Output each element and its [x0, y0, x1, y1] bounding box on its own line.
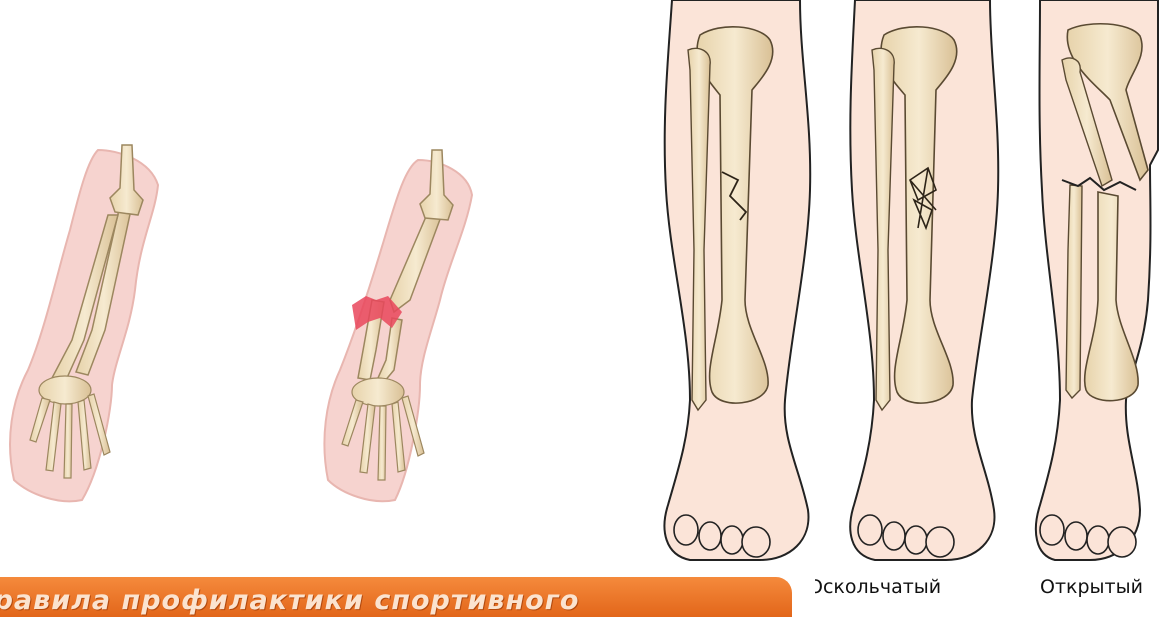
leg-open-fracture [1036, 0, 1158, 560]
arm-intact [10, 145, 158, 501]
title-banner: Правила профилактики спортивного [0, 577, 792, 617]
caption-open: Открытый [1040, 576, 1143, 598]
fibula-lower [1066, 185, 1082, 398]
leg-oblique-fracture [664, 0, 810, 560]
arm-fractured [324, 150, 472, 501]
caption-comminuted: Оскольчатый [815, 576, 945, 598]
banner-text: Правила профилактики спортивного [0, 585, 579, 616]
leg-comminuted-fracture [850, 0, 998, 560]
